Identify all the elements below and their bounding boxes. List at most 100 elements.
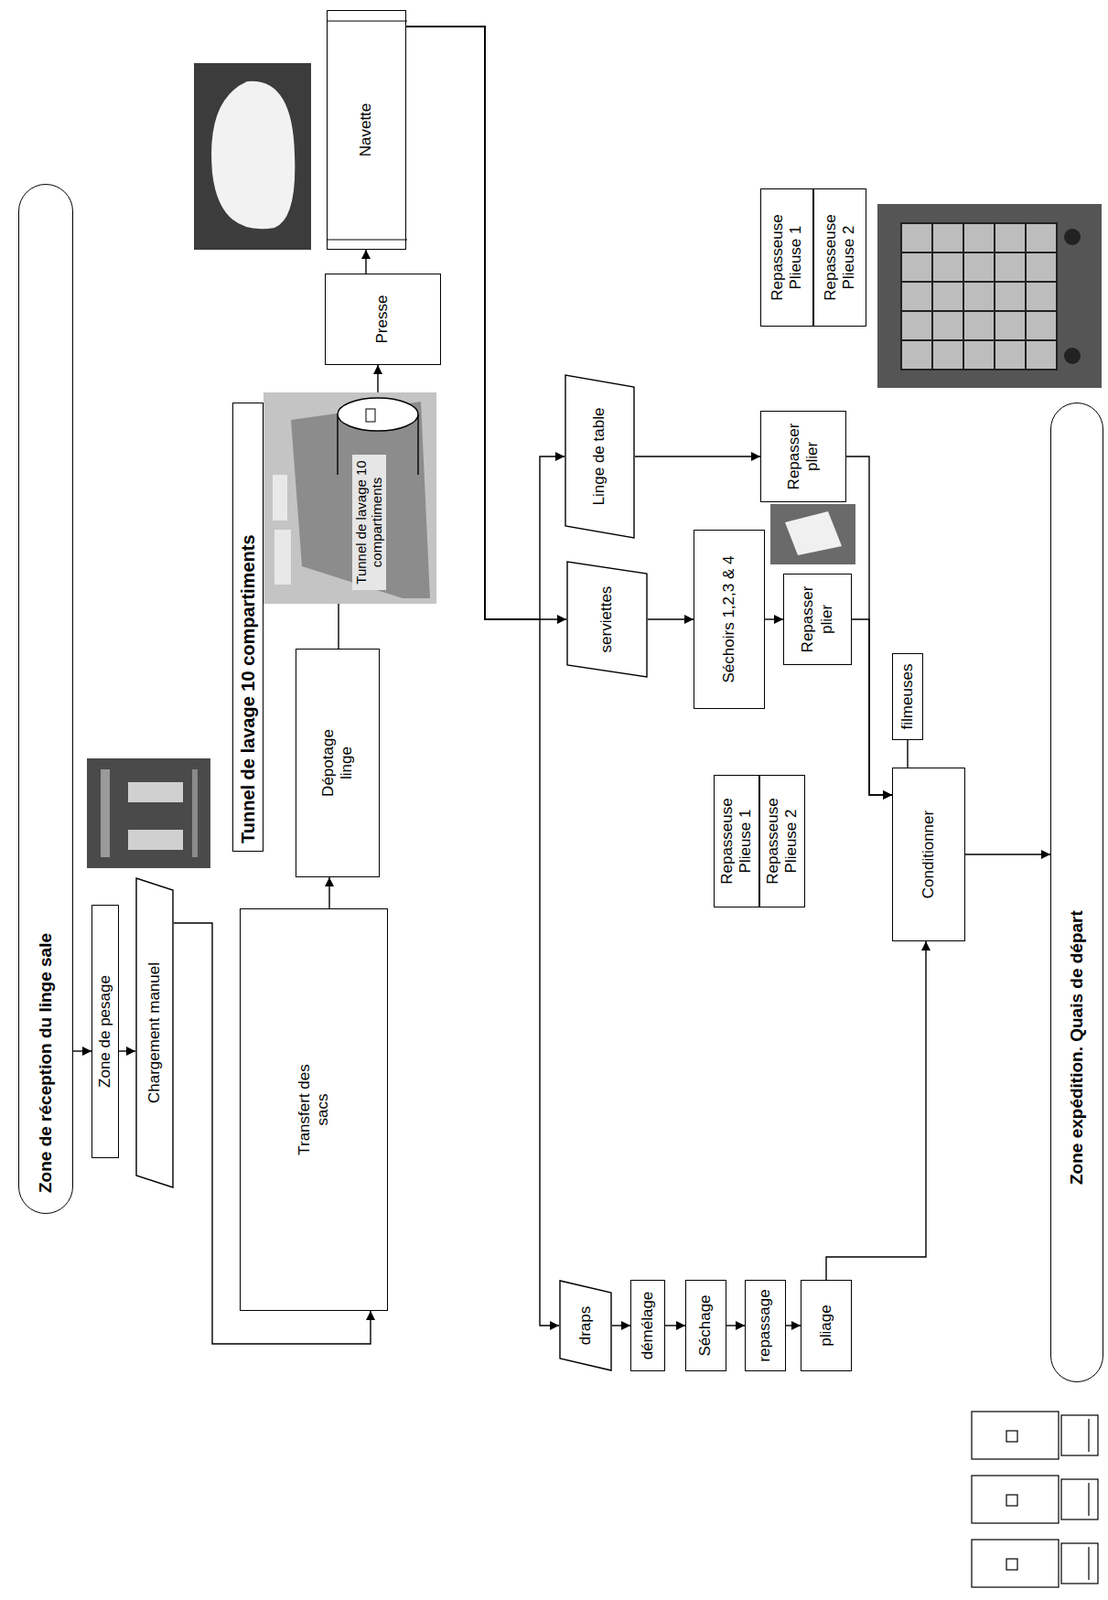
flow-arrow bbox=[634, 455, 761, 457]
reception-photo-part bbox=[128, 782, 183, 803]
folded-linen-photo-part bbox=[785, 511, 842, 556]
navette-photo-part bbox=[211, 81, 295, 230]
tunnel-photo-part bbox=[272, 474, 288, 521]
section-heading-box: Tunnel de lavage 10 compartiments bbox=[232, 402, 264, 852]
node-label: pliage bbox=[817, 1304, 836, 1346]
process-box: repassage bbox=[744, 1280, 786, 1372]
node-label: Repasseuse Plieuse 1 bbox=[768, 212, 807, 304]
process-box: Conditionner bbox=[892, 767, 966, 942]
tunnel-photo-part bbox=[337, 398, 419, 431]
process-box: Repasseuse Plieuse 2 bbox=[759, 774, 806, 908]
flow-arrow bbox=[906, 740, 908, 768]
node-label: filmeuses bbox=[898, 664, 917, 731]
node-label: Dépotage linge bbox=[319, 721, 357, 805]
process-box: Repasseuse Plieuse 1 bbox=[713, 774, 760, 908]
process-box: pliage bbox=[800, 1280, 852, 1372]
truck-icons-part bbox=[1087, 1419, 1089, 1453]
node-label: Repasseuse Plieuse 1 bbox=[718, 796, 756, 888]
node-label: Repasseuse Plieuse 2 bbox=[763, 796, 802, 888]
flow-arrow bbox=[826, 941, 926, 1281]
data-parallelogram: draps bbox=[559, 1280, 613, 1372]
node-label: Linge de table bbox=[590, 408, 609, 506]
flow-arrow bbox=[764, 618, 784, 620]
process-box: Presse bbox=[324, 273, 442, 366]
node-label: démélage bbox=[638, 1291, 657, 1361]
tunnel-photo-part bbox=[365, 408, 376, 422]
node-label: Chargement manuel bbox=[145, 962, 164, 1104]
flow-arrow bbox=[846, 456, 893, 796]
tunnel-photo bbox=[263, 392, 437, 604]
flow-arrow bbox=[73, 1050, 92, 1052]
node-label: draps bbox=[576, 1306, 595, 1346]
parallelogram-outline bbox=[559, 1280, 612, 1371]
data-parallelogram: Chargement manuel bbox=[135, 877, 174, 1189]
linen-cart-photo-part bbox=[901, 223, 1057, 370]
node-label: Repasser plier bbox=[785, 419, 823, 494]
linen-cart-photo-part bbox=[877, 204, 1102, 388]
flow-arrow bbox=[328, 877, 330, 909]
process-box: Séchoirs 1,2,3 & 4 bbox=[693, 529, 765, 710]
folded-linen-photo bbox=[770, 504, 856, 565]
flow-arrow bbox=[726, 1324, 745, 1326]
process-box: Zone de pesage bbox=[91, 904, 119, 1159]
reception-photo-part bbox=[86, 758, 211, 869]
node-label: Zone de réception du linge sale bbox=[35, 933, 57, 1194]
data-parallelogram: serviettes bbox=[566, 560, 648, 678]
node-label: Conditionner bbox=[919, 810, 938, 899]
shuttle-end-line bbox=[327, 238, 408, 240]
tunnel-photo-part bbox=[263, 392, 437, 604]
node-label: Séchage bbox=[696, 1294, 715, 1356]
node-label: Zone expédition. Quais de départ bbox=[1066, 910, 1088, 1185]
truck-icons-part bbox=[1006, 1559, 1018, 1571]
reception-photo-part bbox=[192, 769, 198, 858]
node-label: repassage bbox=[755, 1289, 775, 1362]
data-parallelogram: Linge de table bbox=[564, 374, 635, 539]
flow-arrow bbox=[406, 26, 560, 1326]
parallelogram-outline bbox=[567, 561, 647, 678]
truck-icons-part bbox=[1061, 1479, 1098, 1520]
process-box: Dépotage linge bbox=[295, 648, 380, 878]
tunnel-photo-part bbox=[417, 414, 419, 475]
photo-caption: Tunnel de lavage 10 compartiments bbox=[352, 454, 387, 591]
process-box: Navette bbox=[326, 10, 407, 250]
flow-arrow bbox=[612, 1324, 631, 1326]
node-label: serviettes bbox=[597, 586, 616, 654]
truck-icons-part bbox=[971, 1411, 1059, 1460]
reception-photo-part bbox=[128, 829, 183, 850]
truck-icons-part bbox=[1087, 1547, 1089, 1581]
flow-arrow bbox=[337, 603, 339, 649]
process-box: Repasser plier bbox=[760, 410, 847, 503]
flow-arrow bbox=[965, 853, 1051, 855]
truck-icons-part bbox=[971, 1539, 1059, 1588]
parallelogram-outline bbox=[565, 375, 635, 538]
shuttle-end-line bbox=[327, 20, 408, 22]
node-label: Navette bbox=[356, 103, 376, 158]
machine-photo: Tunnel de lavage 10 compartiments bbox=[263, 392, 437, 604]
tunnel-photo-part bbox=[290, 401, 431, 599]
linen-cart-photo-part bbox=[1064, 228, 1081, 246]
process-box: Transfert des sacs bbox=[239, 908, 388, 1312]
zone-band: Zone de réception du linge sale bbox=[18, 183, 74, 1215]
navette-photo bbox=[193, 63, 312, 250]
linen-cart-photo bbox=[877, 204, 1102, 388]
process-box: Repasseuse Plieuse 1 bbox=[760, 188, 814, 327]
process-box: démélage bbox=[630, 1280, 666, 1372]
parallelogram-outline bbox=[136, 878, 173, 1188]
reception-photo-part bbox=[100, 769, 110, 858]
process-box: Repasseuse Plieuse 2 bbox=[813, 188, 867, 327]
tunnel-photo-part bbox=[274, 529, 291, 585]
flow-arrow bbox=[365, 249, 366, 274]
truck-icons-part bbox=[1061, 1415, 1098, 1456]
process-box: filmeuses bbox=[892, 653, 924, 741]
process-box: Séchage bbox=[685, 1280, 727, 1372]
flow-arrow bbox=[118, 1050, 136, 1052]
flow-arrow bbox=[665, 1324, 686, 1326]
truck-icons bbox=[971, 1411, 1098, 1588]
flow-arrow bbox=[647, 618, 694, 620]
node-label: Séchoirs 1,2,3 & 4 bbox=[720, 556, 739, 684]
linen-cart-photo-part bbox=[1064, 347, 1081, 365]
folded-linen-photo-part bbox=[770, 504, 856, 565]
truck-icons-part bbox=[1006, 1495, 1018, 1507]
flow-arrow bbox=[376, 365, 378, 393]
